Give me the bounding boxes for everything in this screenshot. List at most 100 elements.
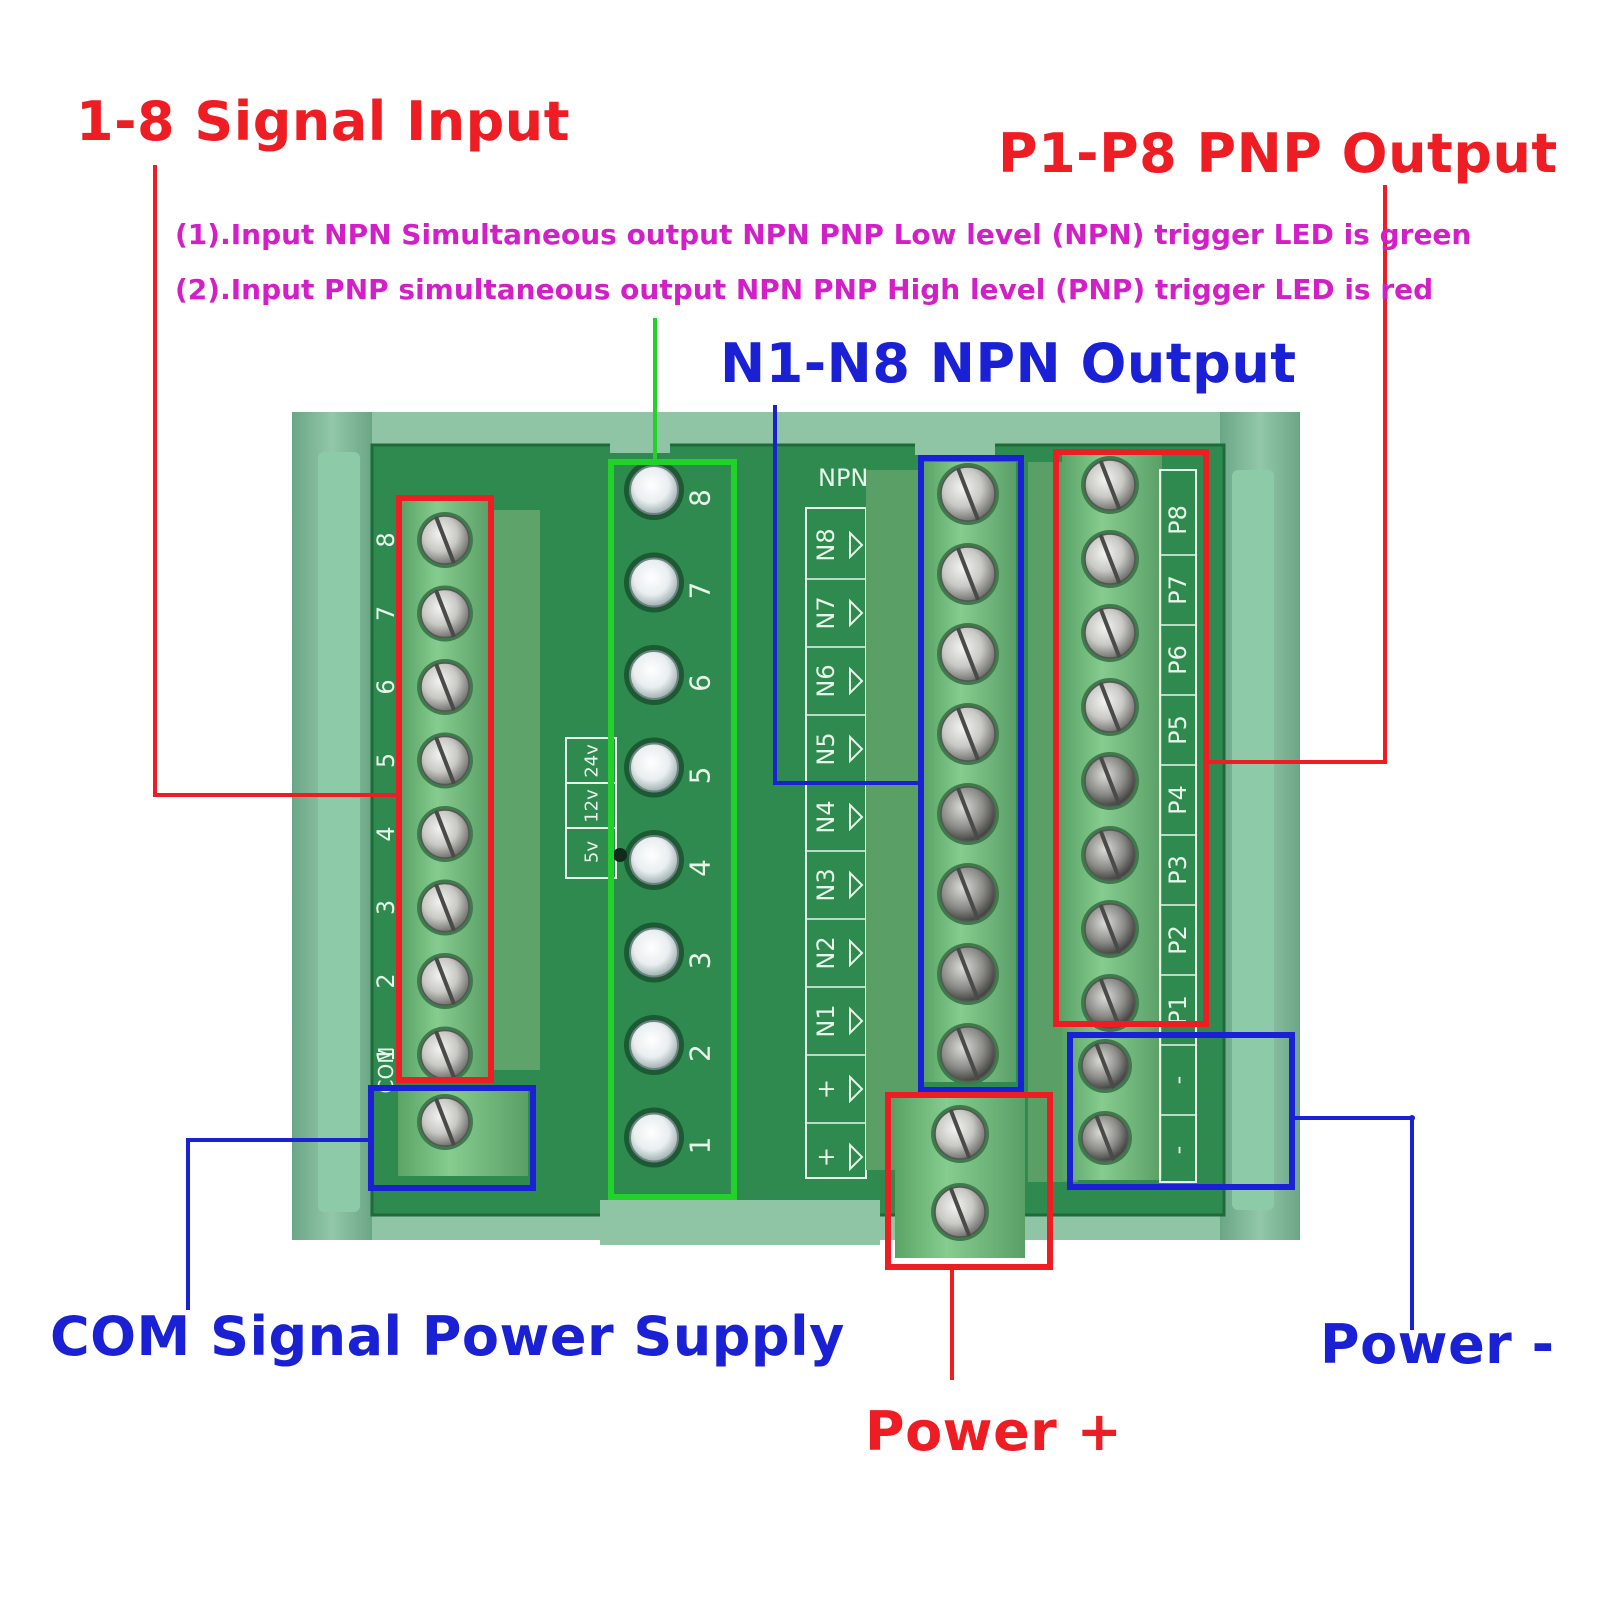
note-line-2: (2).Input PNP simultaneous output NPN PN… <box>175 273 1434 306</box>
led-indicator: 6 <box>624 645 717 705</box>
npn-screw <box>937 1023 999 1085</box>
npn-pin-label: N2 <box>812 936 840 969</box>
screw-slot <box>434 957 456 1005</box>
led-lens <box>629 650 679 700</box>
pnp-pin-label: P2 <box>1164 925 1192 955</box>
led-number-label: 8 <box>684 489 717 507</box>
signal-input-box <box>396 495 494 1083</box>
pnp-screw <box>1081 678 1139 736</box>
power-plus-screw <box>931 1105 989 1163</box>
led-indicator: 2 <box>624 1015 717 1075</box>
led-lens <box>629 835 679 885</box>
top-clip-b <box>915 430 995 455</box>
npn-arrow-glyph <box>849 666 864 696</box>
npn-screw <box>937 703 999 765</box>
led-number-label: 2 <box>684 1044 717 1062</box>
pnp-screw <box>1081 826 1139 884</box>
npn-arrow-glyph <box>849 598 864 628</box>
npn-arrow-glyph <box>849 1142 864 1172</box>
power-minus-leader-dot <box>1409 1115 1415 1121</box>
led-number-label: 5 <box>684 767 717 785</box>
pnp-pin-label: - <box>1164 1076 1192 1085</box>
npn-arrow-glyph <box>849 530 864 560</box>
led-lens <box>629 742 679 793</box>
npn-arrow-glyph <box>849 870 864 900</box>
npn-pin-label: N6 <box>812 664 840 697</box>
input-screw <box>417 585 473 642</box>
pnp-label-frame <box>1159 469 1197 1183</box>
led-indicator: 4 <box>624 830 717 890</box>
input-pin-label: 1 <box>372 1047 400 1062</box>
npn-screw <box>937 463 999 525</box>
pnp-pin-label: P1 <box>1164 995 1192 1025</box>
input-screw <box>417 659 473 715</box>
screw-slot <box>1099 682 1121 732</box>
npn-arrow-glyph <box>849 802 864 832</box>
screw-slot <box>956 547 980 601</box>
top-clip-a <box>610 425 670 453</box>
pnp-screw <box>1081 752 1139 810</box>
screw-slot <box>956 867 980 921</box>
power-minus-box <box>1067 1032 1295 1190</box>
screw-slot <box>1099 830 1121 880</box>
screw-slot <box>1094 1115 1116 1161</box>
pnp-pin-label: P4 <box>1164 785 1192 815</box>
right-clip <box>1232 470 1274 1210</box>
npn-screw <box>937 623 999 685</box>
voltage-selector-box <box>565 737 617 879</box>
power-plus-screw <box>931 1183 989 1241</box>
npn-pin-label: + <box>812 1079 840 1099</box>
input-pin-label: 4 <box>372 826 400 841</box>
input-pin-label: 8 <box>372 532 400 547</box>
npn-output-box <box>918 455 1024 1093</box>
npn-screw <box>937 863 999 925</box>
led-lens <box>629 465 679 515</box>
input-screws <box>417 512 473 1150</box>
npn-screws <box>931 463 999 1241</box>
led-indicator: 5 <box>624 737 717 798</box>
screw-slot <box>1099 904 1121 954</box>
npn-screw <box>937 943 999 1005</box>
npn-pin-label: + <box>812 1147 840 1167</box>
led-number-label: 7 <box>684 582 717 600</box>
input-pin-label: 7 <box>372 606 400 621</box>
pnp-screw <box>1081 974 1139 1032</box>
signal-input-leader <box>153 165 399 797</box>
power-minus-screw <box>1078 1111 1132 1165</box>
pnp-pin-label: P7 <box>1164 575 1192 605</box>
npn-arrow-glyph <box>849 1074 864 1104</box>
com-supply-label: COM Signal Power Supply <box>50 1305 845 1368</box>
led-number-label: 1 <box>684 1137 717 1155</box>
screw-slot <box>434 1098 456 1146</box>
led-lens <box>629 1112 679 1163</box>
npn-output-label: N1-N8 NPN Output <box>720 332 1297 395</box>
npn-terminal-block <box>866 462 1025 1258</box>
npn-pin-label: N4 <box>812 800 840 833</box>
input-screw <box>417 953 473 1009</box>
screw-slot <box>956 1027 980 1081</box>
input-screw <box>417 879 473 936</box>
screw-slot <box>1094 1043 1116 1089</box>
npn-pin-label: N8 <box>812 528 840 561</box>
annotation-boxes <box>368 449 1295 1270</box>
pnp-screws <box>1078 456 1139 1165</box>
jumper-dot <box>613 848 627 862</box>
voltage-selector: 24v 12v 5v <box>565 737 627 879</box>
npn-header-text: NPN <box>818 464 868 492</box>
power-minus-label: Power - <box>1320 1313 1555 1376</box>
npn-arrow-glyph <box>849 938 864 968</box>
led-number-label: 4 <box>684 859 717 877</box>
screw-slot <box>1099 756 1121 806</box>
led-number-label: 6 <box>684 674 717 692</box>
pnp-screw <box>1081 456 1139 514</box>
power-plus-label: Power + <box>865 1400 1123 1463</box>
screw-slot <box>434 516 456 564</box>
led-lens <box>629 557 679 608</box>
led-lens <box>629 1020 679 1070</box>
pnp-output-leader <box>1206 185 1387 764</box>
pnp-output-box <box>1053 449 1209 1027</box>
signal-input-label: 1-8 Signal Input <box>76 90 571 153</box>
led-lens <box>629 927 679 978</box>
